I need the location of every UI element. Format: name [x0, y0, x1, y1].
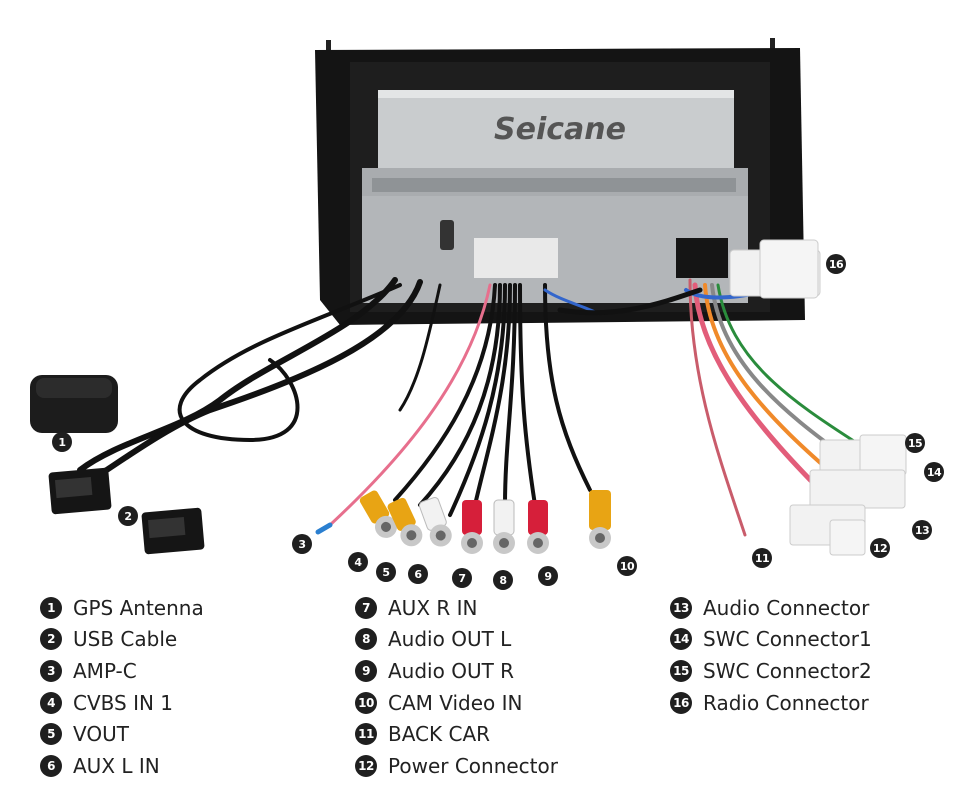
legend-label: Radio Connector	[703, 690, 869, 715]
screen-plate: Seicane	[378, 90, 734, 170]
marker-16: 16	[826, 254, 846, 274]
legend-column-2: 7 AUX R IN 8 Audio OUT L 9 Audio OUT R 10 CA…	[355, 592, 558, 782]
legend-label: AMP-C	[73, 658, 137, 683]
legend-number: 13	[670, 596, 692, 619]
legend-item: 4 CVBS IN 1	[40, 687, 204, 719]
legend: 1 GPS Antenna 2 USB Cable 3 AMP-C 4 CVBS IN …	[0, 592, 980, 797]
marker-9: 9	[538, 566, 558, 586]
legend-item: 5 VOUT	[40, 718, 204, 750]
legend-item: 16 Radio Connector	[670, 687, 872, 719]
marker-5: 5	[376, 562, 396, 582]
legend-number: 16	[670, 691, 692, 714]
gps-antenna	[30, 375, 118, 433]
amp-c-lead	[315, 522, 333, 535]
legend-label: CAM Video IN	[388, 690, 523, 715]
legend-number: 3	[40, 659, 62, 682]
legend-number: 15	[670, 659, 692, 682]
legend-item: 8 Audio OUT L	[355, 624, 558, 656]
legend-item: 13 Audio Connector	[670, 592, 872, 624]
legend-label: Power Connector	[388, 753, 558, 778]
legend-number: 10	[355, 691, 377, 714]
legend-number: 2	[40, 628, 62, 651]
marker-4: 4	[348, 552, 368, 572]
marker-15: 15	[905, 433, 925, 453]
product-photo: Seicane	[30, 38, 907, 556]
chassis	[362, 168, 748, 303]
brand-logo: Seicane	[494, 112, 626, 147]
legend-item: 3 AMP-C	[40, 655, 204, 687]
legend-number: 1	[40, 596, 62, 619]
marker-1: 1	[52, 432, 72, 452]
legend-label: CVBS IN 1	[73, 690, 174, 715]
legend-label: Audio Connector	[703, 595, 870, 620]
marker-10: 10	[617, 556, 637, 576]
harness-plugs	[729, 239, 907, 556]
marker-2: 2	[118, 506, 138, 526]
legend-item: 12 Power Connector	[355, 750, 558, 782]
legend-label: GPS Antenna	[73, 595, 204, 620]
cable-bundle	[72, 277, 862, 537]
usb-cables	[48, 467, 205, 555]
marker-7: 7	[452, 568, 472, 588]
marker-14: 14	[924, 462, 944, 482]
legend-item: 10 CAM Video IN	[355, 687, 558, 719]
marker-13: 13	[912, 520, 932, 540]
legend-label: AUX L IN	[73, 753, 160, 778]
legend-column-3: 13 Audio Connector 14 SWC Connector1 15 SWC…	[670, 592, 872, 718]
legend-label: BACK CAR	[388, 722, 491, 747]
rca-connectors	[359, 490, 611, 554]
legend-item: 2 USB Cable	[40, 624, 204, 656]
marker-3: 3	[292, 534, 312, 554]
legend-label: SWC Connector1	[703, 627, 872, 652]
legend-number: 8	[355, 628, 377, 651]
legend-item: 14 SWC Connector1	[670, 624, 872, 656]
legend-item: 15 SWC Connector2	[670, 655, 872, 687]
legend-item: 1 GPS Antenna	[40, 592, 204, 624]
legend-item: 9 Audio OUT R	[355, 655, 558, 687]
legend-label: SWC Connector2	[703, 658, 872, 683]
legend-number: 7	[355, 596, 377, 619]
legend-number: 6	[40, 754, 62, 777]
legend-label: AUX R IN	[388, 595, 478, 620]
legend-number: 5	[40, 723, 62, 746]
legend-item: 6 AUX L IN	[40, 750, 204, 782]
legend-number: 12	[355, 754, 377, 777]
legend-number: 4	[40, 691, 62, 714]
legend-item: 11 BACK CAR	[355, 718, 558, 750]
legend-number: 9	[355, 659, 377, 682]
legend-label: Audio OUT L	[388, 627, 512, 652]
legend-column-1: 1 GPS Antenna 2 USB Cable 3 AMP-C 4 CVBS IN …	[40, 592, 204, 782]
legend-label: Audio OUT R	[388, 658, 515, 683]
marker-6: 6	[408, 564, 428, 584]
legend-label: VOUT	[73, 722, 129, 747]
marker-11: 11	[752, 548, 772, 568]
legend-number: 11	[355, 723, 377, 746]
legend-label: USB Cable	[73, 627, 178, 652]
legend-number: 14	[670, 628, 692, 651]
marker-12: 12	[870, 538, 890, 558]
marker-8: 8	[493, 570, 513, 590]
legend-item: 7 AUX R IN	[355, 592, 558, 624]
